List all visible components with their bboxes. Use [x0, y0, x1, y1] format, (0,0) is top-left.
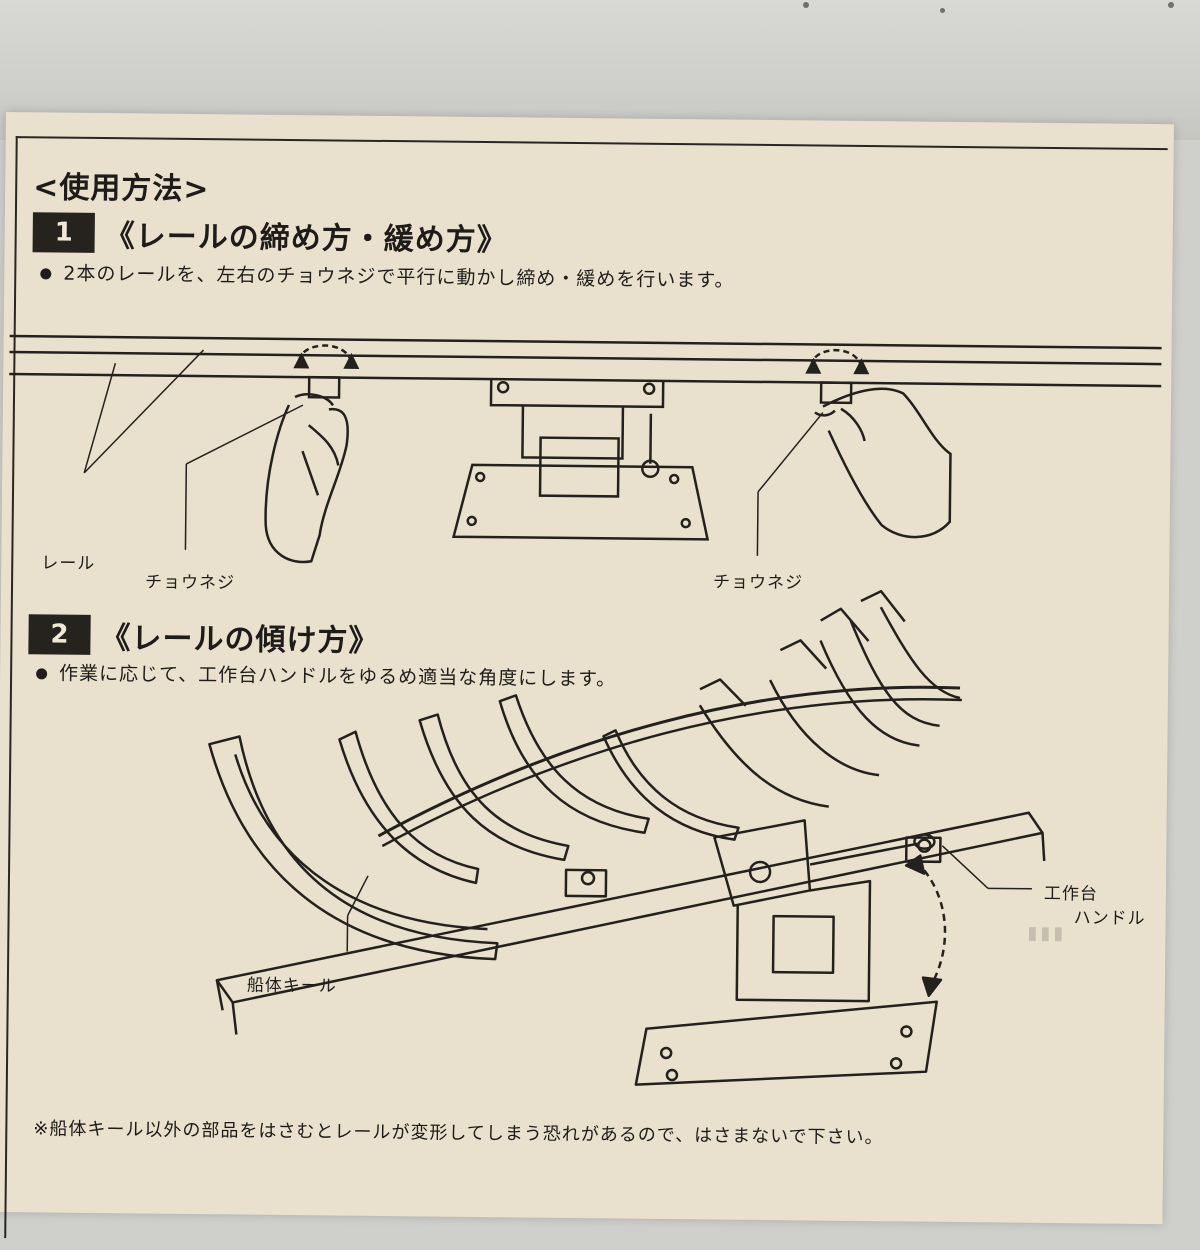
handle-label-line2: ハンドル: [1074, 903, 1146, 929]
handle-label-line1: 工作台: [1044, 879, 1098, 905]
speck: [1168, 2, 1174, 8]
show-through-text: ▮▮▮: [1027, 923, 1066, 944]
workbench-stand-icon: [636, 819, 939, 1088]
tilt-arrow-icon: [905, 855, 946, 995]
speck: [940, 8, 945, 13]
speck: [803, 2, 809, 8]
rail-tilting-illustration: [0, 112, 1174, 1124]
hull-keel-label: 船体キール: [247, 971, 337, 997]
instruction-sheet: <使用方法> 1 《レールの締め方・緩め方》 2本のレールを、左右のチョウネジで…: [0, 112, 1174, 1224]
hull-keel-icon: [207, 736, 499, 959]
